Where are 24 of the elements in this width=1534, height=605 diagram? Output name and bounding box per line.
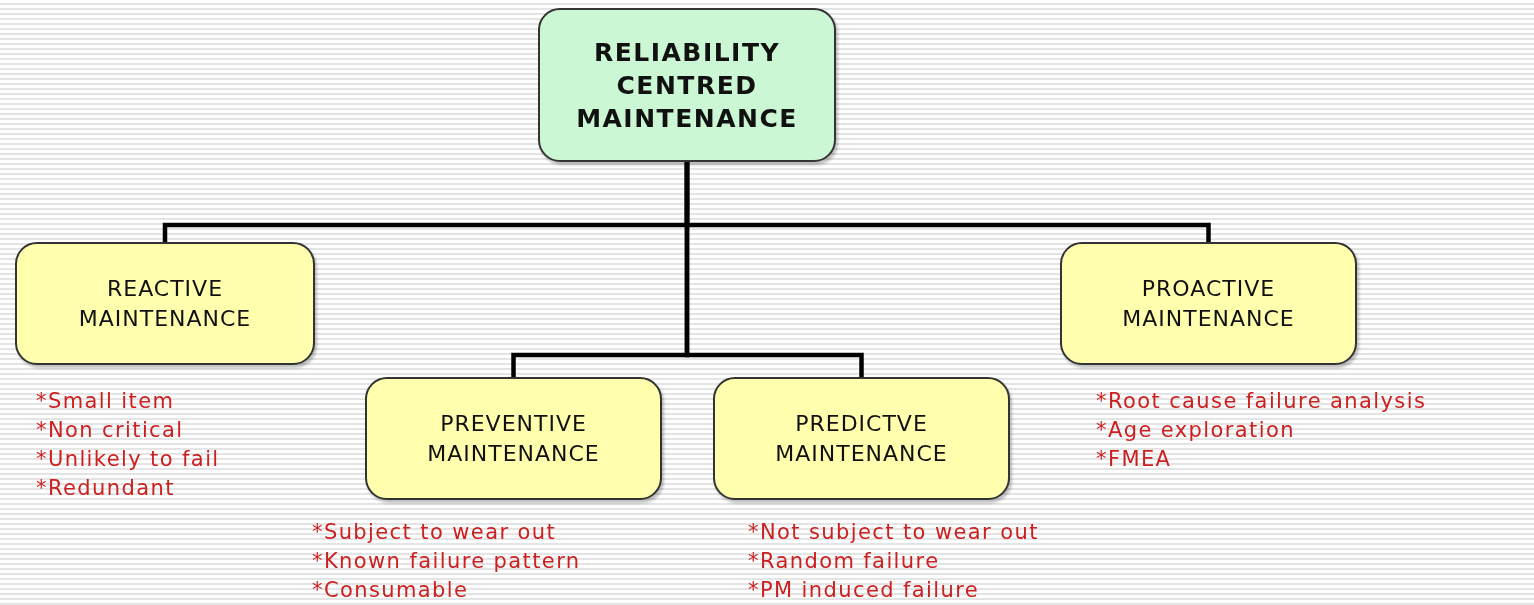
bullet-text: *Root cause failure analysis	[1096, 388, 1427, 415]
bullet-text: *Consumable	[312, 577, 469, 604]
box-title: PREDICTVE MAINTENANCE	[774, 409, 949, 468]
box-title: REACTIVE MAINTENANCE	[77, 274, 253, 333]
bullet-text: *PM induced failure	[748, 577, 980, 604]
root-box	[538, 8, 836, 162]
box-title: PREVENTIVE MAINTENANCE	[426, 409, 601, 468]
category-box	[15, 242, 315, 365]
bullet-text: *Random failure	[748, 548, 940, 575]
bullet-text: *Not subject to wear out	[748, 519, 1039, 546]
bullet-text: *Age exploration	[1096, 417, 1295, 444]
bullet-text: *Unlikely to fail	[36, 446, 220, 473]
box-title: PROACTIVE MAINTENANCE	[1121, 274, 1296, 333]
bullet-text: *Known failure pattern	[312, 548, 581, 575]
bullet-text: *Non critical	[36, 417, 184, 444]
category-box	[713, 377, 1010, 500]
category-box	[1060, 242, 1357, 365]
bullet-text: *Small item	[36, 388, 175, 415]
box-title: RELIABILITY CENTRED MAINTENANCE	[575, 36, 799, 135]
bullet-text: *FMEA	[1096, 446, 1172, 473]
connector-line	[684, 162, 1211, 242]
category-box	[365, 377, 662, 500]
bullet-text: *Redundant	[36, 475, 175, 502]
bullet-text: *Subject to wear out	[312, 519, 557, 546]
